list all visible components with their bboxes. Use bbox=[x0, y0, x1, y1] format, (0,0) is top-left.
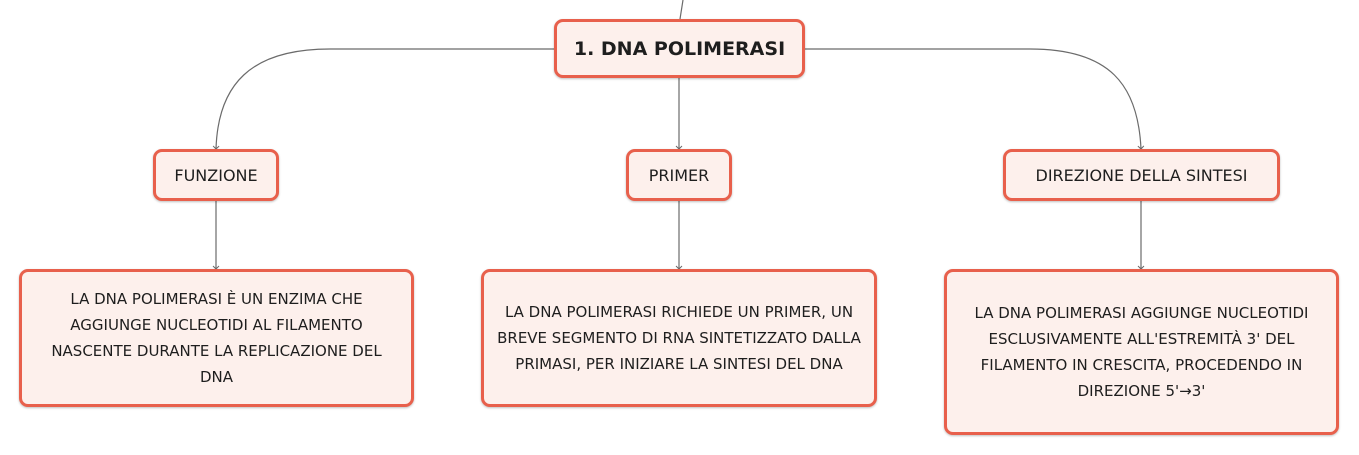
topic-node-label: FUNZIONE bbox=[174, 165, 258, 185]
root-node-label: 1. DNA POLIMERASI bbox=[573, 37, 786, 60]
description-node-funzione[interactable]: LA DNA POLIMERASI È UN ENZIMA CHE AGGIUN… bbox=[19, 269, 414, 407]
description-text: LA DNA POLIMERASI AGGIUNGE NUCLEOTIDI ES… bbox=[974, 304, 1309, 400]
connector-root-to-direzione bbox=[805, 48, 1145, 150]
description-node-direzione-della-sintesi[interactable]: LA DNA POLIMERASI AGGIUNGE NUCLEOTIDI ES… bbox=[944, 269, 1339, 435]
topic-node-funzione[interactable]: FUNZIONE bbox=[153, 149, 279, 201]
description-node-primer[interactable]: LA DNA POLIMERASI RICHIEDE UN PRIMER, UN… bbox=[481, 269, 877, 407]
topic-node-direzione-della-sintesi[interactable]: DIREZIONE DELLA SINTESI bbox=[1003, 149, 1280, 201]
description-text: LA DNA POLIMERASI RICHIEDE UN PRIMER, UN… bbox=[497, 303, 861, 373]
connector-from-parent bbox=[679, 0, 684, 20]
description-text: LA DNA POLIMERASI È UN ENZIMA CHE AGGIUN… bbox=[51, 290, 382, 386]
connector-root-to-funzione bbox=[212, 48, 554, 150]
topic-node-label: DIREZIONE DELLA SINTESI bbox=[1035, 165, 1248, 185]
topic-node-primer[interactable]: PRIMER bbox=[626, 149, 732, 201]
topic-node-label: PRIMER bbox=[648, 165, 710, 185]
root-node[interactable]: 1. DNA POLIMERASI bbox=[554, 19, 805, 78]
